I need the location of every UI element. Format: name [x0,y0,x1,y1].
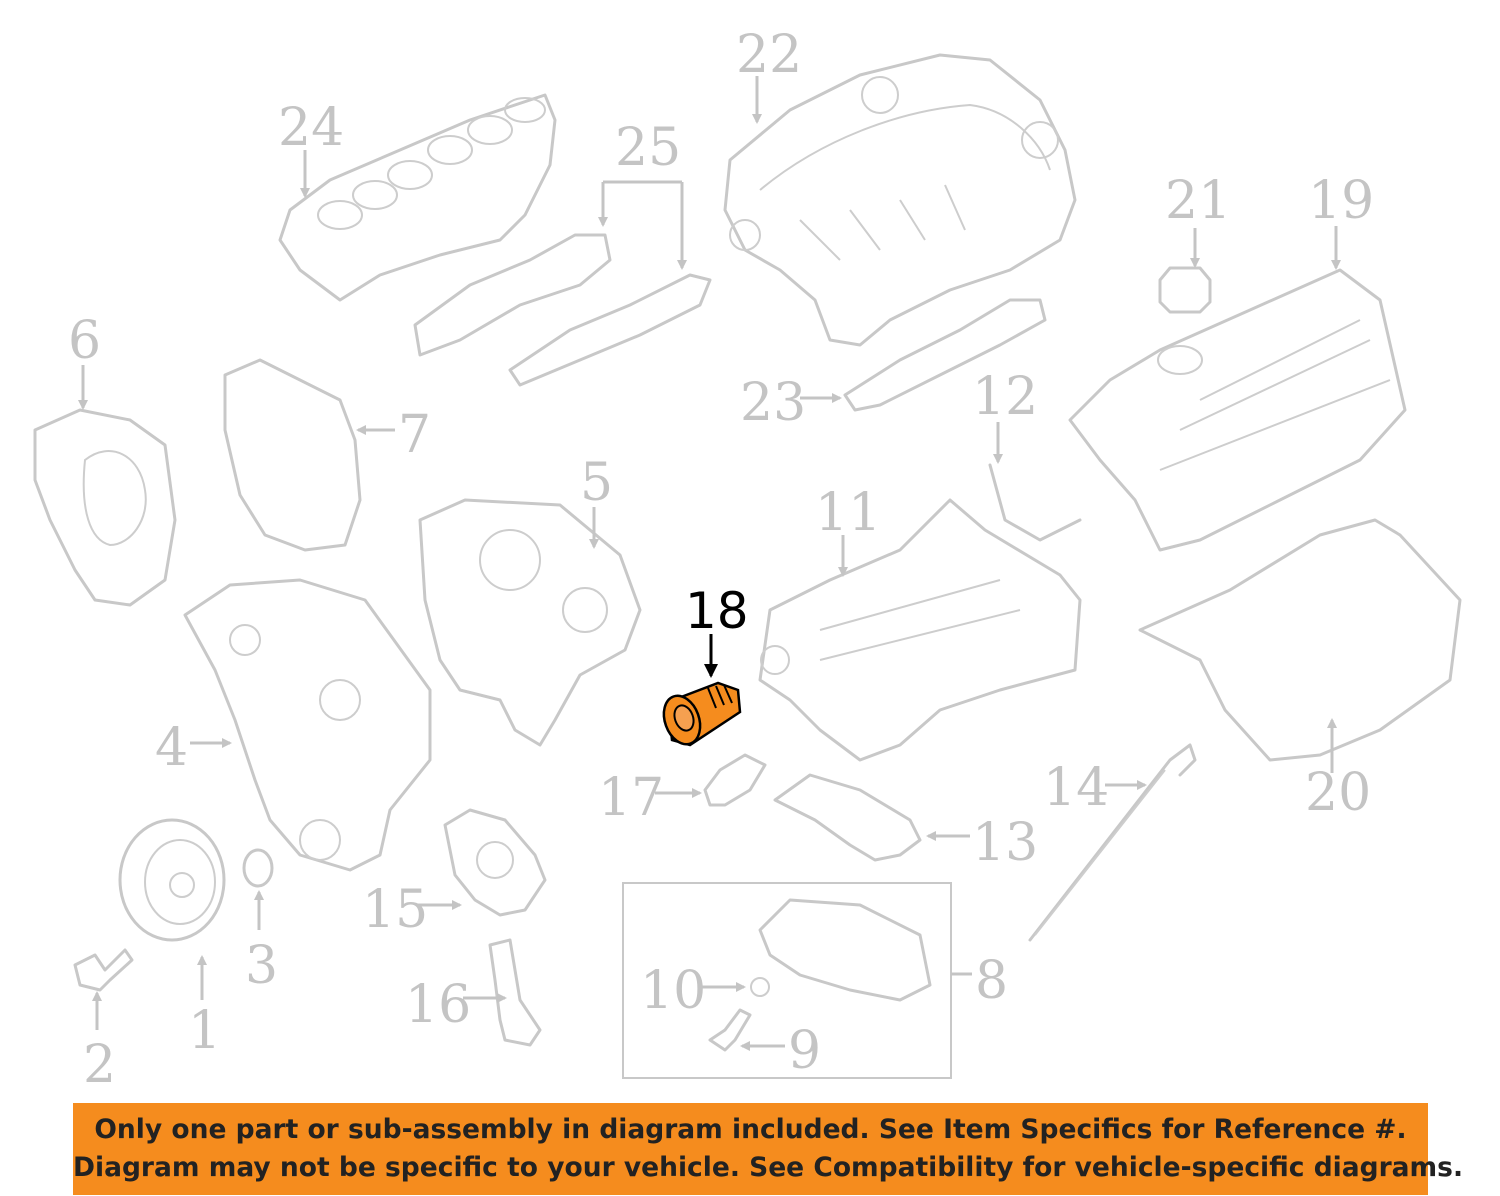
part-1-crank-pulley [118,818,226,942]
part-11-oil-pan-upper [758,498,1082,762]
callout-8: 8 [975,951,1008,1011]
callout-17: 17 [598,768,664,828]
part-8-group-box [622,882,952,1079]
disclaimer-line-2: Diagram may not be specific to your vehi… [73,1152,1464,1183]
callout-arrows [78,76,1341,1051]
part-23-gasket [843,298,1047,412]
callout-20: 20 [1305,763,1371,823]
part-22-intake-manifold-upper [723,53,1077,347]
part-16-strainer [488,938,542,1047]
callout-24: 24 [278,98,344,158]
callout-23: 23 [740,373,806,433]
part-19-valve-cover [1068,268,1407,552]
part-3-seal [242,848,274,888]
callout-10: 10 [640,961,706,1021]
callout-3: 3 [245,936,278,996]
callout-9: 9 [788,1021,821,1081]
callout-labels: 24 25 22 23 21 19 6 7 12 5 11 4 20 14 17… [68,25,1374,1095]
part-5-timing-cover [418,498,642,747]
callout-7: 7 [398,405,431,465]
part-2-bolt [73,948,134,992]
callout-21: 21 [1165,171,1231,231]
part-12-tube [988,463,1082,542]
callout-22: 22 [736,25,802,85]
part-17-sensor [703,753,767,807]
part-7-gasket [223,358,362,552]
callout-16: 16 [405,975,471,1035]
part-25-gaskets [413,233,712,387]
callout-19: 19 [1308,171,1374,231]
callout-6: 6 [68,311,101,371]
callout-15: 15 [362,880,428,940]
callout-18-highlighted: 18 [685,582,749,640]
part-18-oil-filter [662,681,742,747]
callout-13: 13 [972,813,1038,873]
callout-11: 11 [815,483,881,543]
part-20-gasket [1138,518,1462,762]
callout-12: 12 [972,367,1038,427]
callout-4: 4 [155,718,188,778]
part-13-baffle [773,773,922,862]
part-24-intake-manifold-lower [278,93,557,302]
callout-25: 25 [615,118,681,178]
part-6-water-pump [33,408,177,607]
callout-5: 5 [580,453,613,513]
disclaimer-line-1: Only one part or sub-assembly in diagram… [94,1114,1407,1145]
part-4-front-cover [183,578,432,872]
disclaimer-banner: Only one part or sub-assembly in diagram… [73,1103,1464,1195]
part-21-filler-cap [1158,266,1212,314]
parts-diagram: 24 25 22 23 21 19 6 7 12 5 11 4 20 14 17… [33,25,1462,1095]
callout-14: 14 [1043,758,1109,818]
callout-1: 1 [188,1001,221,1061]
callout-2: 2 [83,1035,116,1095]
part-15-oil-pump [443,808,547,917]
part-14-dipstick [1028,743,1197,942]
